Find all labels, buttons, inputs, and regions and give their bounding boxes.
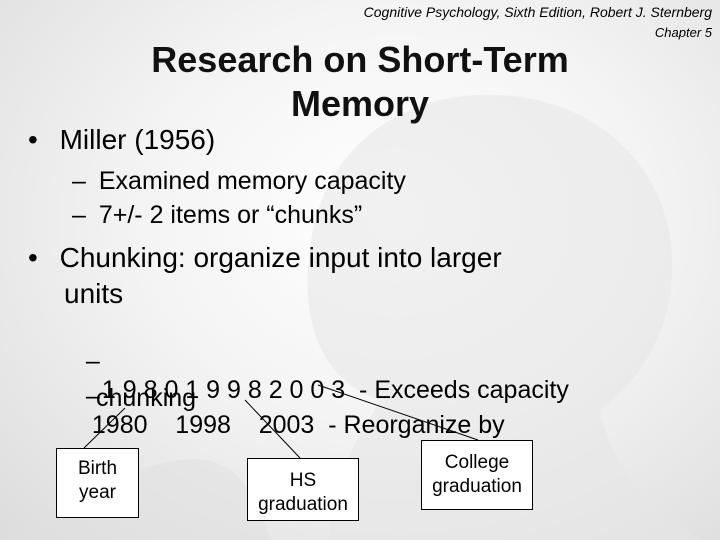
- sub-bullet-capacity: – Examined memory capacity: [72, 167, 406, 196]
- sub-bullet-marker: –: [72, 201, 86, 229]
- bullet-text: Miller (1956): [59, 124, 216, 155]
- connector-birth: [83, 407, 126, 449]
- bullet-marker: •: [28, 124, 38, 155]
- bullet-text-line-1: Chunking: organize input into larger: [59, 242, 502, 273]
- sub-bullet-chunks: – 7+/- 2 items or “chunks”: [72, 201, 362, 230]
- sub-bullet-text: 7+/- 2 items or “chunks”: [98, 201, 363, 229]
- sub-bullet-reorganize: – 1980 1998 2003 - Reorganize by: [72, 353, 505, 440]
- hs-box-line-2: graduation: [258, 494, 348, 515]
- hs-box-line-1: HS: [289, 470, 317, 491]
- sub-bullet-text-line-1: 1980 1998 2003 - Reorganize by: [91, 411, 505, 439]
- sub-bullet-text: 1 9 8 0 1 9 9 8 2 0 0 3 - Exceeds capaci…: [101, 376, 569, 404]
- sub-bullet-digits: – 1 9 8 0 1 9 9 8 2 0 0 3 - Exceeds capa…: [72, 318, 569, 405]
- birth-year-box: Birth year: [56, 448, 139, 518]
- birth-box-line-1: Birth: [77, 458, 118, 479]
- hs-graduation-box: HS graduation: [247, 458, 359, 521]
- sub-bullet-text: Examined memory capacity: [98, 167, 406, 195]
- college-graduation-box: College graduation: [421, 440, 533, 510]
- college-box-line-2: graduation: [432, 476, 522, 497]
- sub-bullet-text-line-2: chunking: [96, 384, 197, 412]
- birth-box-line-2: year: [79, 482, 116, 503]
- sub-bullet-marker: –: [72, 167, 86, 195]
- title-line-2: Memory: [290, 83, 430, 124]
- slide-header: Cognitive Psychology, Sixth Edition, Rob…: [363, 4, 712, 20]
- title-line-1: Research on Short-Term: [151, 39, 569, 80]
- bullet-miller: • Miller (1956): [28, 124, 215, 156]
- bullet-text-line-2: units: [64, 278, 124, 309]
- bullet-chunking: • Chunking: organize input into larger: [28, 242, 502, 274]
- sub-bullet-marker: –: [85, 347, 100, 375]
- connector-hs: [244, 399, 301, 459]
- connector-college: [317, 384, 479, 441]
- college-box-line-1: College: [444, 452, 510, 473]
- slide-title: Research on Short-Term Memory: [90, 38, 630, 126]
- chapter-label: Chapter 5: [654, 25, 712, 40]
- sub-bullet-marker: –: [85, 382, 100, 410]
- bullet-marker: •: [28, 242, 38, 273]
